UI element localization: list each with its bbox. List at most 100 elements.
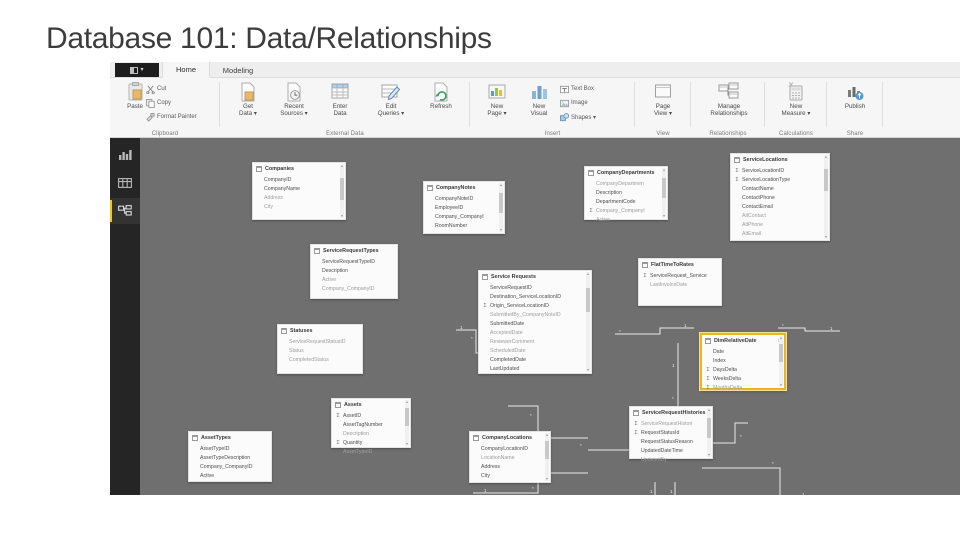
scroll-down-icon[interactable]: ▾ [586,367,589,372]
shapes-button[interactable]: Shapes ▾ [560,111,596,123]
format-painter-button[interactable]: Format Painter [146,111,197,123]
model-field[interactable]: AssetTypeDescription [192,453,268,462]
scroll-down-icon[interactable]: ▾ [779,382,782,387]
model-field[interactable]: Index [705,356,781,365]
model-field[interactable]: ScheduledDate [482,346,588,355]
model-field[interactable]: AssetTagNumber [335,420,407,429]
model-field[interactable]: LocationName [473,453,547,462]
model-field[interactable]: Status [281,346,359,355]
model-table-header[interactable]: CompanyNotes [424,182,504,193]
cut-button[interactable]: Cut [146,83,166,95]
refresh-button[interactable]: Refresh [420,82,462,128]
model-field[interactable]: CompanyID [256,175,342,184]
scrollbar-thumb[interactable] [545,441,549,459]
model-field[interactable]: RequestStatusReason [633,437,709,446]
new-visual-button[interactable]: New Visual [518,82,560,128]
copy-button[interactable]: Copy [146,97,171,109]
model-field[interactable]: Active [314,275,394,284]
scroll-up-icon[interactable]: ▴ [586,271,589,276]
sidebar-item-data-view[interactable] [110,170,140,196]
image-button[interactable]: Image [560,97,588,109]
model-field[interactable]: CompletedDate [482,355,588,364]
model-field[interactable]: Company_CompanyI [427,212,501,221]
page-view-button[interactable]: Page View ▾ [642,82,684,128]
paste-button[interactable]: Paste [114,82,156,128]
table-scrollbar[interactable]: ▴▾ [824,155,828,239]
model-field[interactable]: Active [588,215,664,224]
model-field[interactable]: UpdatedDateTime [633,446,709,455]
scrollbar-thumb[interactable] [340,178,344,200]
table-scrollbar[interactable]: ▴▾ [340,164,344,218]
model-table-header[interactable]: ServiceRequestTypes [311,245,397,256]
table-scrollbar[interactable]: ▴▾ [586,272,590,372]
model-table-header[interactable]: DimRelativeDate≡ [702,335,784,346]
model-table[interactable]: DimRelativeDate≡DateIndexΣDaysDeltaΣWeek… [700,333,786,391]
model-field[interactable]: Destination_ServiceLocationID [482,292,588,301]
table-scrollbar[interactable]: ▴▾ [662,168,666,218]
sidebar-item-report-view[interactable] [110,142,140,168]
model-field[interactable]: EmployeeID [427,203,501,212]
scroll-up-icon[interactable]: ▴ [779,335,782,340]
model-field[interactable]: LastInvoiceDate [642,280,718,289]
edit-queries-button[interactable]: Edit Queries ▾ [370,82,412,128]
table-scrollbar[interactable]: ▴▾ [545,433,549,481]
new-page-button[interactable]: New Page ▾ [476,82,518,128]
scrollbar-thumb[interactable] [405,408,409,426]
model-table-header[interactable]: AssetTypes [189,432,271,443]
scroll-up-icon[interactable]: ▴ [340,163,343,168]
model-field[interactable]: City [256,202,342,211]
model-table-header[interactable]: Companies [253,163,345,174]
model-field[interactable]: ServiceRequestTypeID [314,257,394,266]
scroll-up-icon[interactable]: ▴ [499,182,502,187]
scroll-down-icon[interactable]: ▾ [545,476,548,481]
model-field[interactable]: AssetTypeID [335,447,407,456]
table-scrollbar[interactable]: ▴▾ [499,183,503,232]
scroll-down-icon[interactable]: ▾ [662,213,665,218]
model-table-header[interactable]: Service Requests [479,271,591,282]
model-field[interactable]: ContactEmail [734,202,826,211]
table-scrollbar[interactable]: ▴▾ [405,400,409,446]
model-field[interactable]: Active [192,471,268,480]
model-table-header[interactable]: Assets [332,399,410,410]
model-field[interactable]: Company_CompanyID [192,462,268,471]
model-field[interactable]: Address [473,462,547,471]
publish-button[interactable]: Publish [834,82,876,128]
model-table-header[interactable]: Statuses [278,325,362,336]
scroll-down-icon[interactable]: ▾ [340,213,343,218]
recent-sources-button[interactable]: Recent Sources ▾ [273,82,315,128]
model-table-header[interactable]: ServiceRequestHistories [630,407,712,418]
model-field[interactable]: Address [256,193,342,202]
model-field[interactable]: RoomNumber [427,221,501,230]
new-measure-button[interactable]: New Measure ▾ [775,82,817,128]
model-field[interactable]: ContactName [734,184,826,193]
scrollbar-thumb[interactable] [824,169,828,191]
model-field[interactable]: City [473,471,547,480]
model-field[interactable]: CompanyLocationID [473,444,547,453]
get-data-button[interactable]: Get Data ▾ [227,82,269,128]
model-field[interactable]: SubmittedDate [482,319,588,328]
model-table-header[interactable]: CompanyLocations [470,432,550,443]
model-canvas[interactable]: 1* *1 *1 1* ** *1 1* *1 1* 1* *1 1* Comp… [140,138,960,495]
tab-modeling[interactable]: Modeling [210,62,266,78]
model-table-header[interactable]: CompanyDepartments [585,167,667,178]
model-field[interactable]: Description [314,266,394,275]
enter-data-button[interactable]: Enter Data [319,82,361,128]
scroll-up-icon[interactable]: ▴ [405,399,408,404]
